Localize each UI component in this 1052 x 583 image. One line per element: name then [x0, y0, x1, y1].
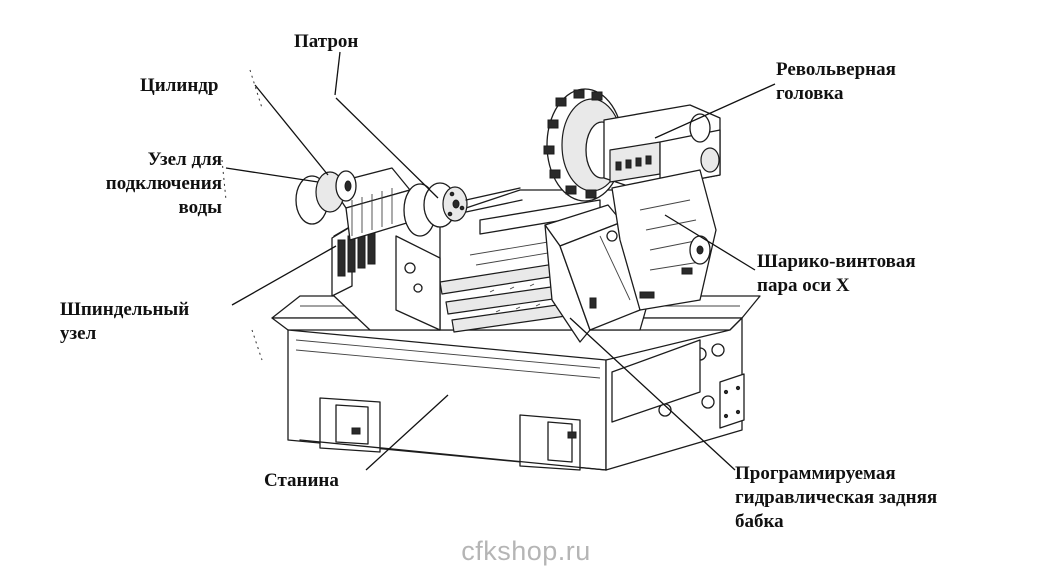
- label-revolver: Револьверная головка: [776, 59, 896, 104]
- label-cilindr: Цилиндр: [140, 75, 219, 96]
- label-shpindel: Шпиндельный узел: [60, 299, 190, 344]
- label-stanina: Станина: [264, 470, 339, 491]
- label-sharik: Шарико-винтовая пара оси Х: [757, 251, 916, 296]
- label-uzel-vody: Узел для подключения воды: [105, 149, 222, 218]
- tailstock: [544, 204, 641, 343]
- turret: [543, 88, 721, 311]
- label-patron: Патрон: [294, 31, 359, 52]
- label-babka: Программируемая гидравлическая задняя ба…: [735, 463, 938, 532]
- watermark: cfkshop.ru: [461, 536, 591, 566]
- leader-lines: [221, 51, 776, 471]
- spindle-unit: [295, 167, 523, 331]
